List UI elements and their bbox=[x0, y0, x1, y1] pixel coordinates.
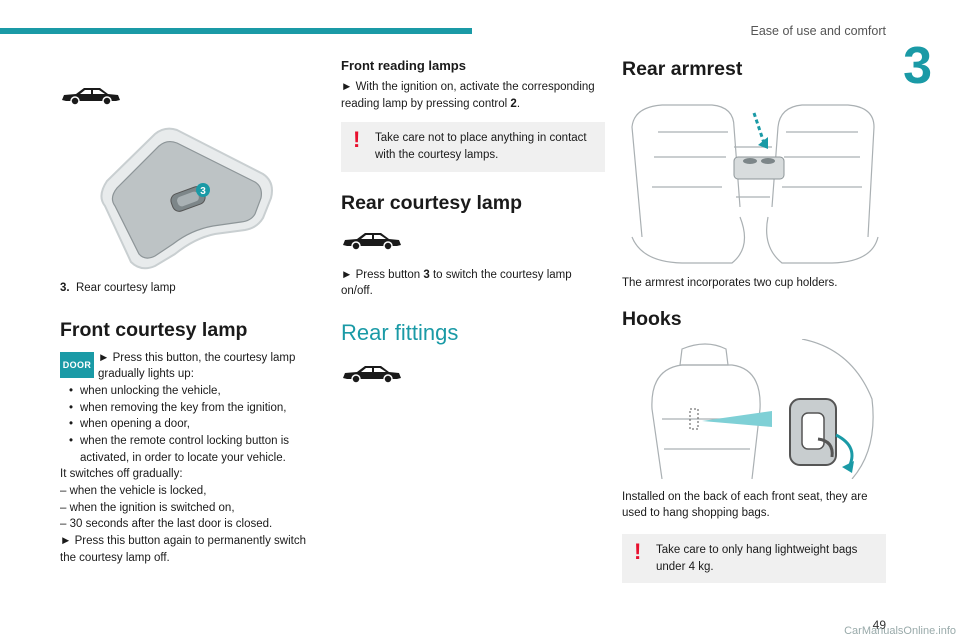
off-intro: It switches off gradually: bbox=[60, 468, 183, 481]
rear-fittings-title: Rear fittings bbox=[341, 320, 459, 346]
list-item: when removing the key from the ignition, bbox=[60, 400, 324, 417]
header-accent-bar bbox=[0, 28, 472, 34]
list-item: when the remote control locking button i… bbox=[60, 433, 324, 466]
off-condition: – 30 seconds after the last door is clos… bbox=[60, 518, 273, 531]
reading-text-pre: ► With the ignition on, activate the cor… bbox=[341, 81, 595, 110]
car-sedan-icon bbox=[62, 88, 120, 106]
rear-courtesy-text: ► Press button 3 to switch the courtesy … bbox=[341, 267, 605, 300]
hooks-warning-text: Take care to only hang lightweight bags … bbox=[656, 544, 858, 573]
column-left bbox=[60, 50, 324, 108]
caption-text: Rear courtesy lamp bbox=[75, 282, 176, 294]
column-left-text: 3. Rear courtesy lamp Front courtesy lam… bbox=[60, 280, 324, 566]
permanent-off-instruction: ► Press this button again to permanently… bbox=[60, 535, 306, 564]
reading-text-post: . bbox=[516, 97, 521, 110]
hooks-caption: Installed on the back of each front seat… bbox=[622, 490, 868, 520]
reading-lamps-title: Front reading lamps bbox=[341, 58, 466, 73]
front-courtesy-intro: ► Press this button, the courtesy lamp g… bbox=[98, 351, 296, 381]
warning-exclamation-icon: ! bbox=[634, 539, 642, 565]
rear-armrest-title: Rear armrest bbox=[622, 58, 743, 80]
front-courtesy-title: Front courtesy lamp bbox=[60, 318, 248, 341]
chapter-number: 3 bbox=[903, 37, 932, 95]
page-number: 49 bbox=[872, 618, 886, 632]
off-condition: – when the vehicle is locked, bbox=[60, 485, 207, 498]
door-button-icon: DOOR bbox=[60, 351, 94, 378]
reading-lamps-text: ► With the ignition on, activate the cor… bbox=[341, 79, 605, 112]
warning-text: Take care not to place anything in conta… bbox=[375, 132, 587, 162]
car-sedan-icon bbox=[343, 232, 401, 251]
hooks-warning-box: ! Take care to only hang lightweight bag… bbox=[622, 534, 886, 584]
column-middle: Front reading lamps ► With the ignition … bbox=[341, 58, 605, 386]
rear-courtesy-lamp-illustration: 3 bbox=[100, 127, 273, 270]
rear-button-number: 3 bbox=[423, 268, 430, 281]
on-conditions-list: when unlocking the vehicle, when removin… bbox=[60, 383, 324, 466]
warning-box: ! Take care not to place anything in con… bbox=[341, 122, 605, 172]
list-item: when unlocking the vehicle, bbox=[60, 383, 324, 400]
header-title: Ease of use and comfort bbox=[750, 24, 887, 38]
hooks-title: Hooks bbox=[622, 307, 682, 330]
front-courtesy-body: DOOR ► Press this button, the courtesy l… bbox=[60, 350, 324, 567]
car-sedan-icon bbox=[343, 366, 401, 384]
hooks-illustration bbox=[651, 338, 874, 479]
warning-exclamation-icon: ! bbox=[353, 127, 361, 153]
callout-number: 3 bbox=[200, 186, 206, 197]
rear-text-post: to switch the courtesy lamp on/off. bbox=[341, 268, 572, 298]
rear-courtesy-title: Rear courtesy lamp bbox=[341, 191, 522, 214]
armrest-caption: The armrest incorporates two cup holders… bbox=[622, 277, 838, 289]
image-caption: 3. Rear courtesy lamp bbox=[60, 280, 324, 297]
reading-control-number: 2 bbox=[510, 97, 517, 110]
caption-number: 3. bbox=[60, 282, 70, 294]
column-right: Rear armrest The armrest incorporates tw… bbox=[622, 58, 886, 584]
rear-text-pre: ► Press button bbox=[341, 268, 424, 281]
off-condition: – when the ignition is switched on, bbox=[60, 501, 235, 514]
list-item: when opening a door, bbox=[60, 416, 324, 433]
watermark: CarManualsOnline.info bbox=[844, 625, 956, 637]
rear-armrest-illustration bbox=[631, 104, 879, 264]
